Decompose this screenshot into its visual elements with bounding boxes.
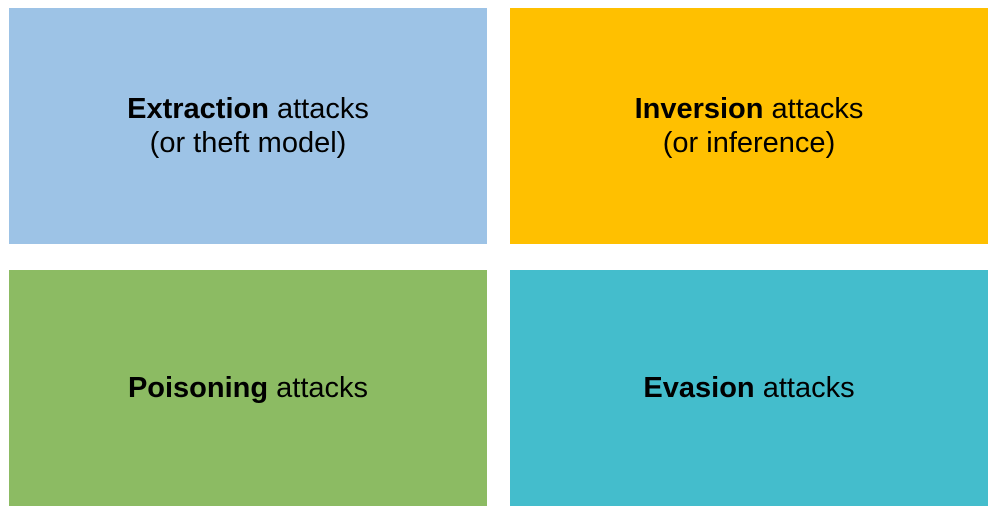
box-extraction-attacks: Extraction attacks (or theft model) bbox=[9, 8, 487, 244]
box-inversion-attacks: Inversion attacks (or inference) bbox=[510, 8, 988, 244]
box-title-rest: attacks bbox=[268, 93, 369, 125]
box-title-keyword: Evasion bbox=[643, 372, 755, 404]
box-subtitle: (or inference) bbox=[662, 127, 836, 159]
box-title-keyword: Extraction bbox=[127, 93, 269, 125]
box-title-rest: attacks bbox=[268, 372, 369, 404]
box-title: Extraction attacks bbox=[127, 92, 369, 126]
box-title-rest: attacks bbox=[754, 372, 855, 404]
box-label-inversion: Inversion attacks (or inference) bbox=[635, 92, 864, 160]
box-title: Inversion attacks bbox=[635, 92, 864, 126]
box-title-keyword: Inversion bbox=[634, 93, 764, 125]
box-label-poisoning: Poisoning attacks bbox=[128, 371, 368, 405]
box-poisoning-attacks: Poisoning attacks bbox=[9, 270, 487, 506]
box-title-keyword: Poisoning bbox=[127, 372, 269, 404]
box-subtitle: (or theft model) bbox=[149, 127, 347, 159]
box-title: Evasion attacks bbox=[643, 371, 854, 405]
box-label-evasion: Evasion attacks bbox=[643, 371, 854, 405]
box-title-rest: attacks bbox=[763, 93, 864, 125]
box-label-extraction: Extraction attacks (or theft model) bbox=[127, 92, 369, 160]
box-evasion-attacks: Evasion attacks bbox=[510, 270, 988, 506]
box-title: Poisoning attacks bbox=[128, 371, 368, 405]
